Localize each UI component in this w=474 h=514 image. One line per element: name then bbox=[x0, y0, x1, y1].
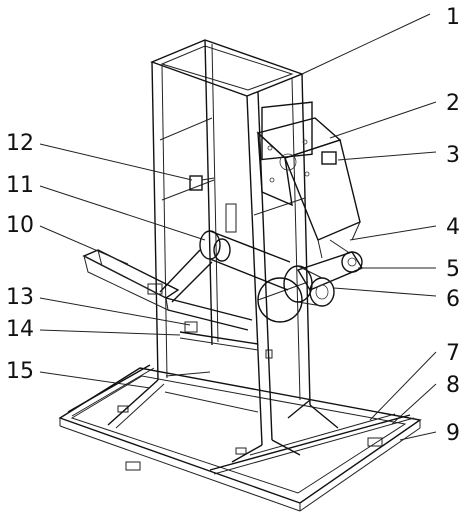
callout-6: 6 bbox=[446, 287, 460, 312]
callout-10: 10 bbox=[6, 213, 34, 238]
motor-housing bbox=[256, 101, 361, 259]
callout-14: 14 bbox=[6, 317, 34, 342]
callout-11: 11 bbox=[6, 173, 34, 198]
callout-8: 8 bbox=[446, 373, 460, 398]
callout-12: 12 bbox=[6, 131, 34, 156]
shaft-holder bbox=[82, 230, 291, 331]
lower-bar bbox=[179, 321, 273, 359]
vertical-frame bbox=[150, 39, 311, 446]
callout-1: 1 bbox=[446, 5, 460, 30]
pulley-assembly bbox=[257, 265, 335, 323]
callout-13: 13 bbox=[6, 285, 34, 310]
callout-4: 4 bbox=[446, 215, 460, 240]
callout-9: 9 bbox=[446, 421, 460, 446]
callout-15: 15 bbox=[6, 359, 34, 384]
base-platform bbox=[58, 364, 422, 512]
callout-2: 2 bbox=[446, 91, 460, 116]
callout-7: 7 bbox=[446, 341, 460, 366]
leader-lines bbox=[39, 13, 437, 441]
callout-labels: 1 2 3 4 5 6 7 8 9 10 11 12 13 14 15 bbox=[6, 5, 460, 446]
callout-5: 5 bbox=[446, 257, 460, 282]
upper-clamp bbox=[189, 175, 215, 191]
callout-3: 3 bbox=[446, 143, 460, 168]
